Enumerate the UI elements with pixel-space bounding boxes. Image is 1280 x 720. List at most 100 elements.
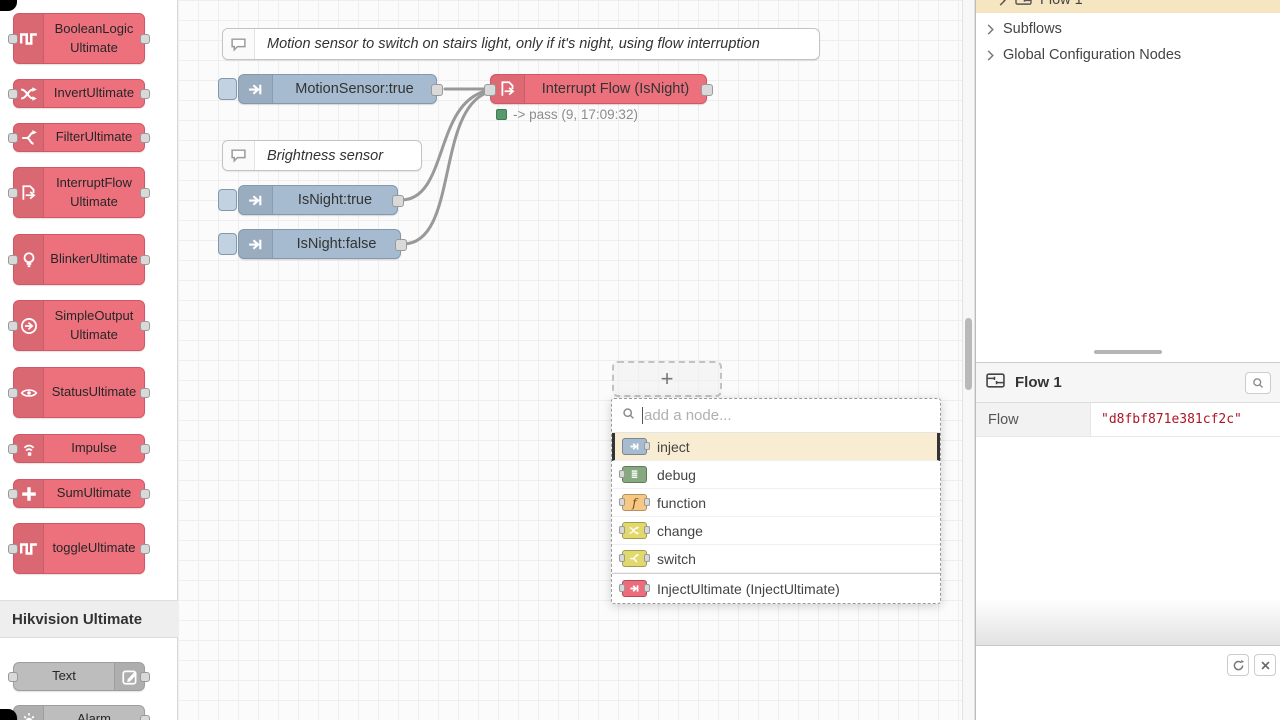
vertical-scrollbar[interactable] xyxy=(962,0,975,720)
palette-category-header[interactable]: Hikvision Ultimate xyxy=(0,600,178,638)
quick-add-item-label: function xyxy=(657,494,707,511)
square-wave-icon xyxy=(14,14,44,63)
inject-arrow-icon xyxy=(239,230,273,258)
palette-node-label: SumUltimate xyxy=(56,485,132,501)
palette-node-blinkerultimate[interactable]: BlinkerUltimate xyxy=(8,234,150,285)
shuffle-icon xyxy=(14,80,44,107)
chevron-right-icon[interactable] xyxy=(986,23,995,35)
palette-node-label: SimpleOutput Ultimate xyxy=(54,307,134,342)
quick-add-item-change[interactable]: change xyxy=(612,517,940,545)
chevron-right-icon[interactable] xyxy=(998,0,1007,6)
inject-button[interactable] xyxy=(218,189,237,211)
palette-node-sumultimate[interactable]: SumUltimate xyxy=(8,479,150,508)
output-port xyxy=(140,33,150,44)
output-port xyxy=(140,543,150,554)
pencil-icon xyxy=(114,663,144,690)
tree-item-subflows[interactable]: Subflows xyxy=(976,16,1280,42)
quick-add-item-inject[interactable]: inject xyxy=(612,433,940,461)
inject-arrow-icon xyxy=(239,75,273,103)
video-corner-artifact xyxy=(0,0,17,11)
node-label: IsNight:false xyxy=(296,236,377,252)
palette-node-statusultimate[interactable]: StatusUltimate xyxy=(8,367,150,418)
comment-node[interactable]: Brightness sensor xyxy=(222,140,422,171)
info-panel-header: Flow 1 xyxy=(976,363,1280,403)
ghost-node-placeholder[interactable]: + xyxy=(612,361,722,397)
plus-icon xyxy=(14,480,44,507)
input-port xyxy=(8,443,18,454)
input-port xyxy=(8,33,18,44)
palette-node-label: InvertUltimate xyxy=(53,85,135,101)
palette-node-label: StatusUltimate xyxy=(51,384,137,400)
comment-text: Brightness sensor xyxy=(267,147,384,164)
search-placeholder: add a node... xyxy=(644,407,732,424)
tree-item-label: Subflows xyxy=(1003,21,1062,37)
info-panel: Flow 1 Flow "d8fbf871e381cf2c" xyxy=(976,362,1280,437)
palette-node-toggleultimate[interactable]: toggleUltimate xyxy=(8,523,150,574)
tree-item-global-config[interactable]: Global Configuration Nodes xyxy=(976,42,1280,68)
palette-node-text[interactable]: Text xyxy=(8,662,150,691)
inject-node-icon xyxy=(622,438,650,455)
input-port[interactable] xyxy=(484,84,496,96)
comment-node[interactable]: Motion sensor to switch on stairs light,… xyxy=(222,28,820,60)
palette-node-impulse[interactable]: Impulse xyxy=(8,434,150,463)
output-port xyxy=(140,714,150,720)
scrollbar-thumb[interactable] xyxy=(965,318,972,390)
palette-node-alarm[interactable]: Alarm xyxy=(8,705,150,720)
output-port xyxy=(140,387,150,398)
comment-bubble-icon xyxy=(223,141,255,170)
quick-add-search-input[interactable]: add a node... xyxy=(612,399,940,433)
palette-node-label: InterruptFlow Ultimate xyxy=(56,174,132,209)
output-port xyxy=(140,187,150,198)
output-port xyxy=(140,443,150,454)
lightbulb-icon xyxy=(14,235,44,284)
quick-add-item-debug[interactable]: debug xyxy=(612,461,940,489)
palette-node-label: Alarm xyxy=(77,711,111,720)
input-port xyxy=(8,671,18,682)
palette-node-booleanlogic[interactable]: BooleanLogic Ultimate xyxy=(8,13,150,64)
palette-node-invertultimate[interactable]: InvertUltimate xyxy=(8,79,150,108)
search-icon xyxy=(622,407,635,425)
palette-sidebar: BooleanLogic Ultimate InvertUltimate Fil… xyxy=(0,0,178,720)
quick-add-item-label: inject xyxy=(657,438,690,455)
quick-add-item-function[interactable]: f function xyxy=(612,489,940,517)
output-port xyxy=(140,671,150,682)
inject-button[interactable] xyxy=(218,78,237,100)
palette-node-interruptflow[interactable]: InterruptFlow Ultimate xyxy=(8,167,150,218)
search-button[interactable] xyxy=(1245,371,1271,394)
close-icon[interactable] xyxy=(1254,654,1276,676)
chevron-right-icon[interactable] xyxy=(986,49,995,61)
tree-item-label: Flow 1 xyxy=(1040,0,1083,8)
node-label: MotionSensor:true xyxy=(295,81,414,97)
plus-icon: + xyxy=(660,366,674,391)
input-port xyxy=(8,543,18,554)
palette-node-filterultimate[interactable]: FilterUltimate xyxy=(8,123,150,152)
quick-add-dialog: add a node... inject debug f function xyxy=(611,398,941,604)
comment-text: Motion sensor to switch on stairs light,… xyxy=(267,36,760,52)
quick-add-item-label: debug xyxy=(657,466,696,483)
inject-button[interactable] xyxy=(218,233,237,255)
tree-item-flow1[interactable]: Flow 1 xyxy=(976,0,1280,13)
video-corner-artifact xyxy=(0,709,17,720)
input-port xyxy=(8,88,18,99)
property-value: "d8fbf871e381cf2c" xyxy=(1101,412,1242,427)
quick-add-item-injectultimate[interactable]: InjectUltimate (InjectUltimate) xyxy=(612,573,940,603)
output-port[interactable] xyxy=(395,239,407,251)
file-export-icon xyxy=(491,75,525,103)
palette-node-simpleoutput[interactable]: SimpleOutput Ultimate xyxy=(8,300,150,351)
refresh-button[interactable] xyxy=(1227,654,1249,676)
inject-node-motionsensor[interactable]: MotionSensor:true xyxy=(218,74,443,104)
input-port xyxy=(8,387,18,398)
inject-node-isnight-true[interactable]: IsNight:true xyxy=(218,185,404,215)
output-port[interactable] xyxy=(392,195,404,207)
input-port xyxy=(8,187,18,198)
inject-node-isnight-false[interactable]: IsNight:false xyxy=(218,229,407,259)
output-port[interactable] xyxy=(701,84,713,96)
property-label: Flow xyxy=(976,403,1091,436)
interruptflow-node[interactable]: Interrupt Flow (IsNight) xyxy=(484,74,713,104)
output-port[interactable] xyxy=(431,84,443,96)
square-wave-icon xyxy=(14,524,44,573)
quick-add-item-switch[interactable]: switch xyxy=(612,545,940,573)
input-port xyxy=(8,132,18,143)
panel-resize-handle[interactable] xyxy=(1094,350,1162,354)
